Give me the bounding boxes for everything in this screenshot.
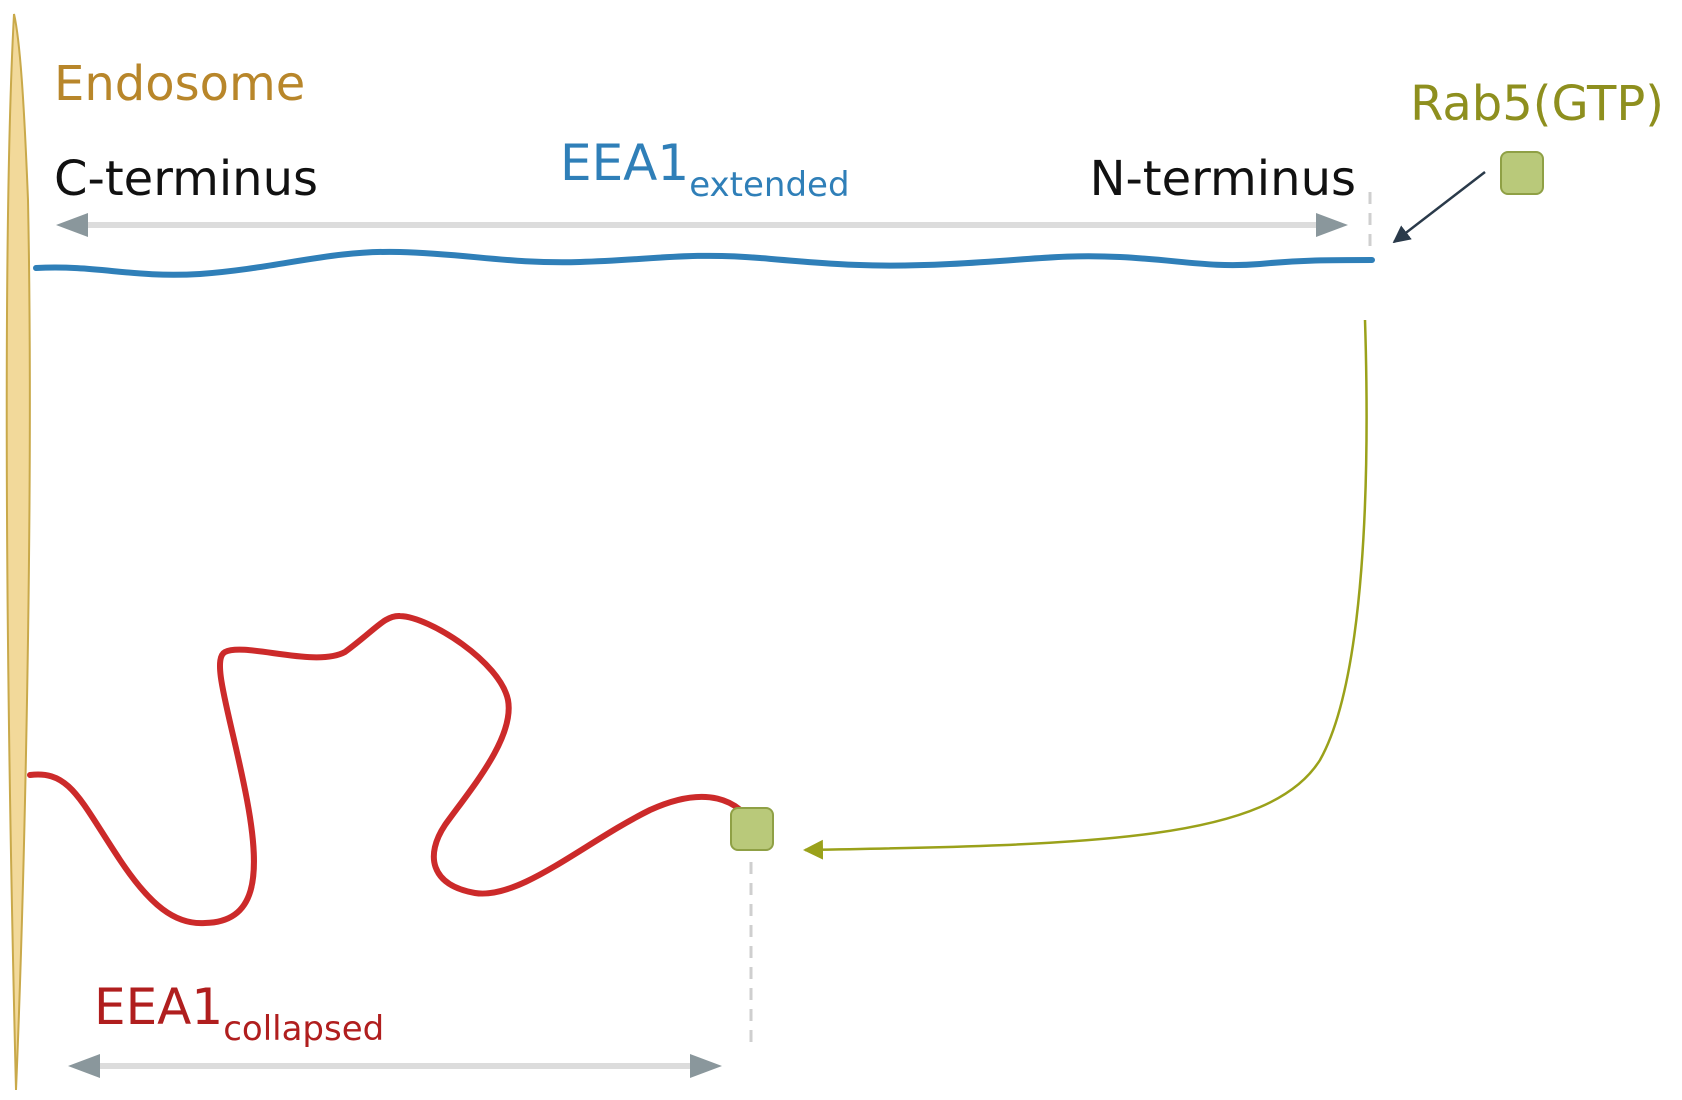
- c-terminus-label: C-terminus: [54, 151, 318, 207]
- eea1-extended-label: EEA1extended: [560, 134, 850, 205]
- eea1-extended-chain: [33, 248, 1375, 278]
- eea1-extended-main: EEA1: [560, 134, 689, 192]
- collapsed-length-arrow: [68, 1054, 722, 1078]
- extended-length-arrow: [56, 213, 1348, 237]
- eea1-extended-sub: extended: [689, 165, 849, 205]
- eea1-collapsed-sub: collapsed: [223, 1009, 384, 1049]
- rab5-free-square: [1500, 151, 1544, 195]
- rab5-label: Rab5(GTP): [1410, 76, 1664, 132]
- eea1-collapsed-label: EEA1collapsed: [94, 978, 384, 1049]
- endosome-label: Endosome: [54, 56, 305, 112]
- n-terminus-label: N-terminus: [1090, 151, 1356, 207]
- eea1-collapsed-chain: [27, 613, 758, 927]
- endosome-membrane: [5, 13, 31, 1091]
- rab5-binding-arrow: [1392, 171, 1486, 244]
- rab5-bound-square: [730, 807, 774, 851]
- transition-arrow: [803, 319, 1368, 860]
- eea1-collapsed-main: EEA1: [94, 978, 223, 1036]
